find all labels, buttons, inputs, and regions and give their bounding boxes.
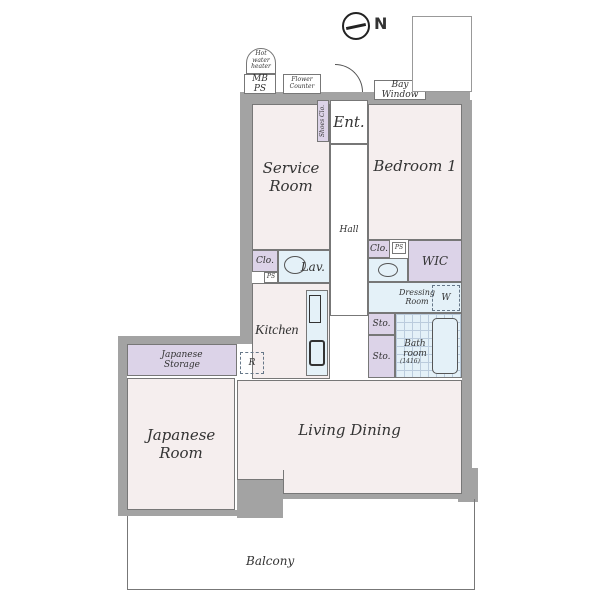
wall: [283, 494, 463, 499]
porch: [412, 16, 472, 92]
wall: [240, 92, 252, 344]
living-dining: Living Dining: [237, 380, 462, 480]
closet-right: Clo.: [368, 240, 390, 258]
column: [237, 480, 283, 518]
closet-left: Clo.: [252, 250, 278, 272]
bathtub-icon: [432, 318, 458, 374]
kitchen-counter: [306, 290, 328, 376]
wall: [118, 336, 252, 344]
compass-north-label: N: [374, 14, 388, 33]
bedroom-1: Bedroom 1: [368, 104, 462, 240]
flower-counter: Flower Counter: [283, 74, 321, 94]
shoes-closet: Shoes Clo.: [317, 100, 329, 142]
toilet-icon: [284, 256, 306, 274]
wall: [127, 510, 237, 516]
entrance: Ent.: [330, 100, 368, 144]
balcony-outline: [127, 516, 475, 590]
mb-ps: MB PS: [244, 74, 276, 94]
living-dining-lower: [283, 470, 462, 494]
ps-left: PS: [264, 272, 278, 283]
washbasin: [368, 258, 408, 282]
dressing-room: Dressing Room: [368, 282, 462, 313]
ps-right: PS: [392, 242, 406, 254]
balcony-railing: [283, 499, 475, 590]
wall: [462, 100, 472, 500]
kitchen-sink-icon: [309, 340, 325, 366]
column: [458, 468, 478, 502]
walk-in-closet: WIC: [408, 240, 462, 282]
hall: Hall: [330, 144, 368, 316]
storage-2: Sto.: [368, 335, 395, 378]
entrance-door[interactable]: [335, 64, 363, 92]
wall: [118, 336, 127, 516]
hot-water-heater: Hot water heater: [246, 48, 276, 74]
japanese-storage: Japanese Storage: [127, 344, 237, 376]
sink-icon: [378, 263, 398, 277]
stove-icon: [309, 295, 321, 323]
refrigerator-space: R: [240, 352, 264, 374]
japanese-room: Japanese Room: [127, 378, 235, 510]
storage-1: Sto.: [368, 313, 395, 335]
balcony-label: Balcony: [246, 554, 295, 568]
washer-space: W: [432, 285, 460, 311]
compass-icon: [342, 12, 370, 40]
